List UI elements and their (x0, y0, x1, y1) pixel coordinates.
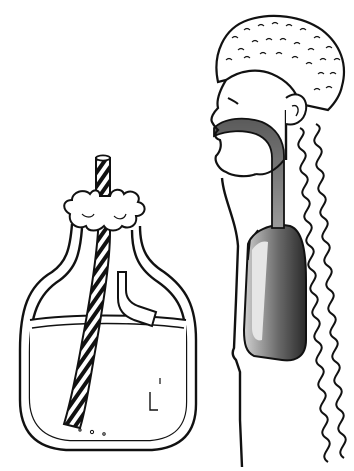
lung (244, 225, 306, 360)
cotton-plug (64, 190, 144, 231)
water (30, 316, 186, 441)
